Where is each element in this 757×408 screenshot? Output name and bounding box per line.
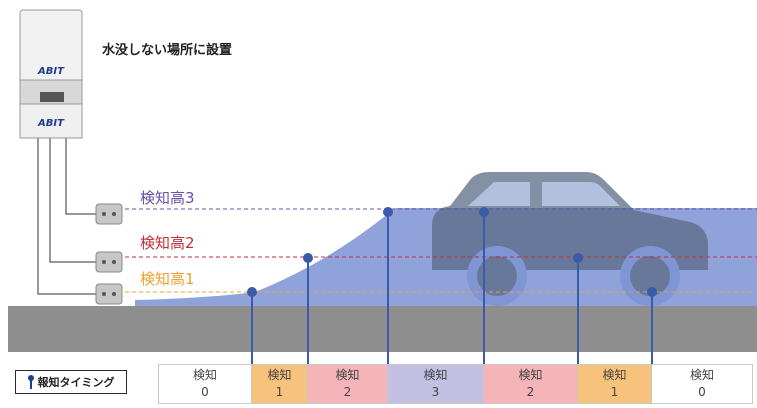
stage-word: 検知 [335, 368, 360, 382]
stage-level: 2 [343, 385, 352, 399]
stage-cell-6: 検知 0 [652, 364, 753, 404]
sensor-level-3 [95, 203, 123, 225]
car-icon [432, 172, 708, 306]
install-caption: 水没しない場所に設置 [102, 42, 232, 58]
level-label-2: 検知高2 [140, 234, 195, 252]
stage-cell-4: 検知 2 [484, 364, 578, 404]
stage-cell-2: 検知 2 [308, 364, 388, 404]
level-label-1: 検知高1 [140, 270, 195, 288]
stage-level: 0 [201, 385, 209, 399]
stage-word: 検知 [423, 368, 448, 382]
stage-word: 検知 [192, 368, 217, 382]
brand-logo-bottom: ABIT [37, 118, 65, 129]
stage-cell-3: 検知 3 [388, 364, 484, 404]
controller-unit: ABIT ABIT [19, 9, 83, 139]
stage-level: 2 [526, 385, 535, 399]
stage-level: 3 [431, 385, 440, 399]
sensor-level-1 [95, 283, 123, 305]
pin-icon [27, 375, 34, 389]
level-label-3: 検知高3 [140, 189, 195, 207]
stage-cell-0: 検知 0 [158, 364, 252, 404]
stage-word: 検知 [602, 368, 627, 382]
stage-cell-5: 検知 1 [578, 364, 652, 404]
legend-box: 報知タイミング [15, 370, 127, 394]
brand-logo-top: ABIT [37, 66, 65, 77]
pins [247, 207, 657, 364]
stage-level: 0 [698, 385, 706, 399]
stage-word: 検知 [267, 368, 292, 382]
cables [37, 138, 96, 295]
stage-level: 1 [610, 385, 619, 399]
stage-word: 検知 [518, 368, 543, 382]
stage-cell-1: 検知 1 [252, 364, 308, 404]
stage-word: 検知 [689, 368, 714, 382]
stage-level: 1 [275, 385, 284, 399]
sensor-level-2 [95, 251, 123, 273]
road [8, 306, 757, 352]
legend-label: 報知タイミング [37, 376, 115, 389]
